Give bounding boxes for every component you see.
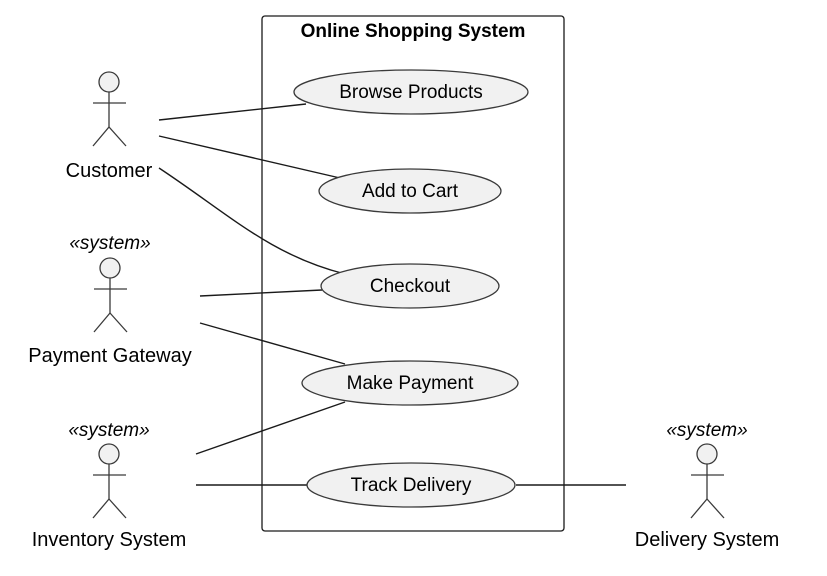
use-case-track-delivery[interactable]: Track Delivery <box>306 462 516 508</box>
assoc-gateway-payment <box>199 322 346 365</box>
stick-figure-icon <box>92 443 127 519</box>
assoc-customer-browse <box>158 103 307 121</box>
actor-label: Payment Gateway <box>28 345 191 367</box>
assoc-customer-checkout <box>158 167 346 275</box>
use-case-label: Add to Cart <box>362 181 459 202</box>
stick-figure-icon <box>93 257 128 333</box>
system-boundary: Online Shopping System <box>261 15 565 532</box>
assoc-inventory-payment <box>195 401 346 455</box>
system-title: Online Shopping System <box>301 21 526 42</box>
use-case-add-to-cart[interactable]: Add to Cart <box>318 168 502 214</box>
use-case-browse-products[interactable]: Browse Products <box>293 69 529 115</box>
actor-stereotype: «system» <box>666 420 747 441</box>
use-case-label: Checkout <box>370 276 451 297</box>
associations <box>158 103 626 486</box>
actor-label: Customer <box>66 160 153 182</box>
use-case-label: Track Delivery <box>351 475 472 496</box>
use-case-label: Make Payment <box>347 373 474 394</box>
use-case-checkout[interactable]: Checkout <box>320 263 500 309</box>
actor-customer[interactable]: Customer <box>66 71 153 182</box>
use-case-make-payment[interactable]: Make Payment <box>301 360 519 406</box>
use-cases: Browse Products Add to Cart Checkout Mak… <box>293 69 529 508</box>
use-case-label: Browse Products <box>339 82 483 103</box>
actor-stereotype: «system» <box>68 420 149 441</box>
stick-figure-icon <box>92 71 127 147</box>
actor-label: Delivery System <box>635 529 779 551</box>
system-boundary-box <box>261 15 565 532</box>
actor-stereotype: «system» <box>69 233 150 254</box>
actor-label: Inventory System <box>32 529 187 551</box>
actor-inventory-system[interactable]: «system» Inventory System <box>32 420 187 551</box>
stick-figure-icon <box>690 443 725 519</box>
assoc-customer-cart <box>158 135 341 179</box>
assoc-gateway-checkout <box>199 289 323 297</box>
actor-delivery-system[interactable]: «system» Delivery System <box>635 420 779 551</box>
actor-payment-gateway[interactable]: «system» Payment Gateway <box>28 233 191 367</box>
